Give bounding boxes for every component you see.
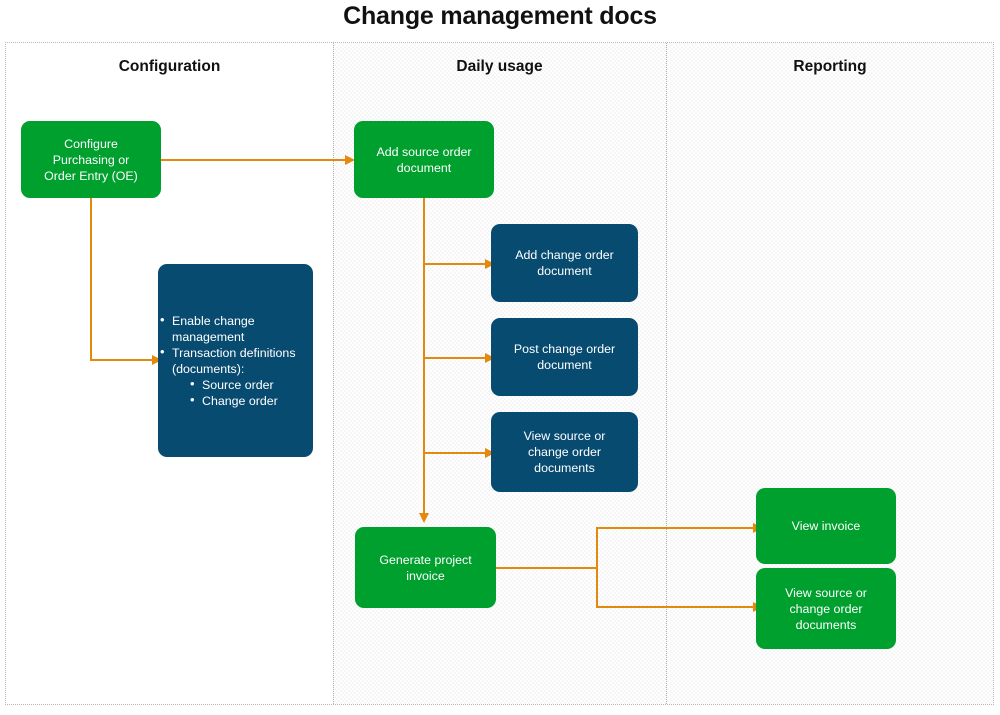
arrowhead-generate-project-invoice <box>418 513 429 523</box>
arrowhead-change-management-settings <box>152 354 162 365</box>
bullet-source-order: Source order <box>188 376 313 393</box>
bullet-change-order: Change order <box>188 392 313 409</box>
connector-branch-to-view-invoice <box>596 527 757 529</box>
connector-daily-usage-trunk <box>423 195 425 515</box>
arrowhead-view-documents-daily <box>485 447 495 458</box>
transaction-definitions-sublist: Source order Change order <box>188 376 313 409</box>
connector-branch-to-view-documents-reporting <box>596 606 757 608</box>
swimlane-diagram: Configuration Daily usage Reporting Conf… <box>5 42 994 705</box>
node-view-invoice-label: View invoice <box>791 519 861 533</box>
lane-title-reporting: Reporting <box>793 58 867 75</box>
page-title: Change management docs <box>343 2 657 30</box>
connector-trunk-to-view-documents <box>423 452 489 454</box>
bullet-enable-change-management: Enable change management <box>158 312 313 345</box>
node-change-management-settings[interactable]: Enable change management Transaction def… <box>158 264 313 457</box>
arrowhead-post-change-order <box>485 352 495 363</box>
connector-trunk-to-post-change-order <box>423 357 489 359</box>
connector-invoice-stem <box>496 567 598 569</box>
lane-divider-2 <box>666 43 667 704</box>
bullet-transaction-definitions: Transaction definitions (documents): Sou… <box>158 344 313 409</box>
arrowhead-add-source-order <box>345 154 355 165</box>
connector-configure-down <box>90 195 92 361</box>
lane-title-daily-usage: Daily usage <box>456 58 543 75</box>
node-view-invoice[interactable]: View invoice <box>756 488 896 564</box>
connector-configure-to-add-source-order <box>161 159 349 161</box>
connector-trunk-to-add-change-order <box>423 263 489 265</box>
connector-configure-to-settings <box>90 359 156 361</box>
lane-divider-1 <box>333 43 334 704</box>
connector-invoice-branch-vertical <box>596 527 598 608</box>
arrowhead-add-change-order <box>485 258 495 269</box>
change-management-bullet-list: Enable change management Transaction def… <box>158 312 313 409</box>
lane-title-configuration: Configuration <box>118 58 221 75</box>
